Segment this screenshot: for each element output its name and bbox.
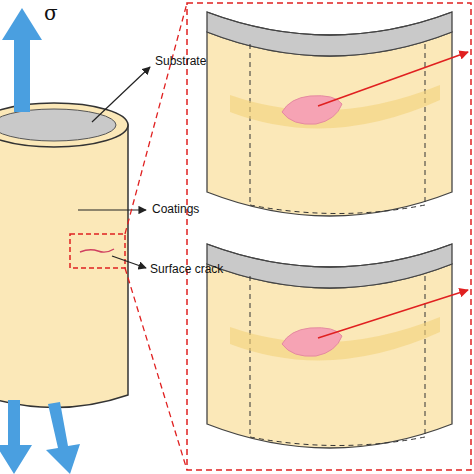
part-label: Surface crack — [150, 263, 223, 276]
part-label: Coatings — [152, 203, 199, 216]
stress-symbol: σ — [44, 2, 58, 24]
part-label: Substrate — [155, 55, 206, 68]
